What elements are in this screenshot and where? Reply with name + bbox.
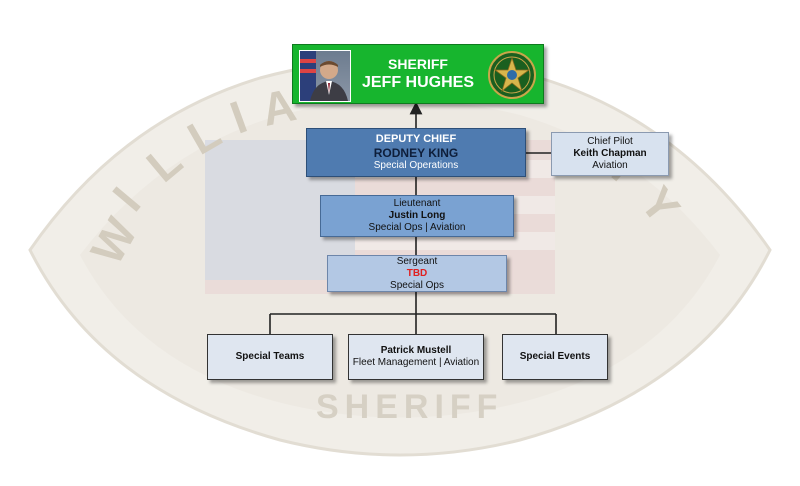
special-events-node: Special Events xyxy=(502,334,608,380)
chief-pilot-unit: Aviation xyxy=(592,160,628,171)
sergeant-name: TBD xyxy=(406,267,428,279)
deputy-chief-node: DEPUTY CHIEF RODNEY KING Special Operati… xyxy=(306,128,526,177)
sergeant-node: Sergeant TBD Special Ops xyxy=(327,255,507,292)
sergeant-title: Sergeant xyxy=(396,255,438,267)
fleet-management-node: Patrick Mustell Fleet Management | Aviat… xyxy=(348,334,484,380)
chief-pilot-title: Chief Pilot xyxy=(587,136,633,147)
sheriff-node: SHERIFF JEFF HUGHES xyxy=(292,44,544,104)
deputy-chief-unit: Special Operations xyxy=(373,160,459,172)
badge-bottom-text: SHERIFF xyxy=(316,388,504,426)
chief-pilot-node: Chief Pilot Keith Chapman Aviation xyxy=(551,132,669,176)
special-teams-node: Special Teams xyxy=(207,334,333,380)
sheriff-name: JEFF HUGHES xyxy=(361,73,474,91)
sheriff-star-icon xyxy=(488,51,536,99)
lieutenant-title: Lieutenant xyxy=(393,198,441,209)
special-events-label: Special Events xyxy=(519,351,591,362)
fleet-management-unit: Fleet Management | Aviation xyxy=(352,357,480,368)
deputy-chief-name: RODNEY KING xyxy=(373,145,459,160)
lieutenant-unit: Special Ops | Aviation xyxy=(368,222,466,233)
deputy-chief-title: DEPUTY CHIEF xyxy=(375,132,457,145)
fleet-manager-name: Patrick Mustell xyxy=(380,345,452,356)
lieutenant-name: Justin Long xyxy=(388,210,446,221)
sheriff-title: SHERIFF xyxy=(388,56,448,72)
special-teams-label: Special Teams xyxy=(235,351,305,362)
lieutenant-node: Lieutenant Justin Long Special Ops | Avi… xyxy=(320,195,514,237)
sergeant-unit: Special Ops xyxy=(390,279,444,291)
sheriff-photo xyxy=(299,50,351,102)
chief-pilot-name: Keith Chapman xyxy=(573,148,647,159)
